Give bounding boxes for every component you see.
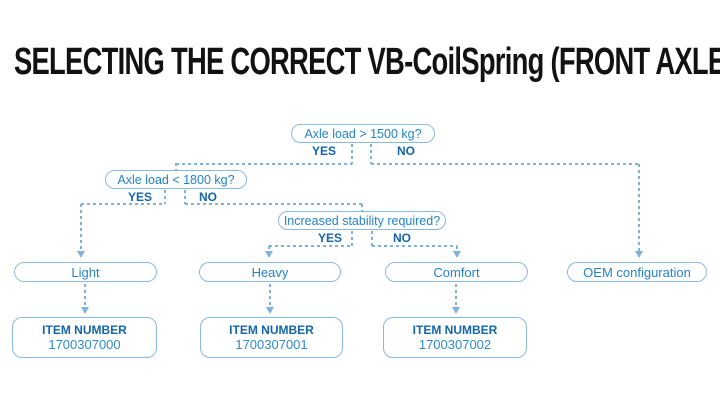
- arrow-down-icon: [266, 307, 274, 314]
- yes-label: YES: [311, 144, 336, 158]
- connector-no3-drop-comfort: [456, 246, 458, 251]
- connector-no1-vertical-oem: [638, 164, 640, 251]
- item-number-label: ITEM NUMBER: [412, 322, 498, 337]
- connector-yes1-horizontal: [176, 163, 352, 165]
- decision-box-axle-load-1800: Axle load < 1800 kg?: [105, 170, 247, 189]
- result-box-oem-configuration: OEM configuration: [567, 262, 707, 282]
- connector-heavy-item: [269, 284, 271, 307]
- connector-no3-stub: [371, 231, 373, 246]
- connector-yes3-drop-heavy: [268, 246, 270, 251]
- connector-light-item: [84, 284, 86, 307]
- item-box-heavy: ITEM NUMBER 1700307001: [200, 317, 343, 358]
- result-label: Comfort: [433, 264, 480, 280]
- no-label: NO: [397, 144, 415, 158]
- connector-no1-horizontal: [371, 163, 639, 165]
- connector-no2-horizontal: [185, 203, 362, 205]
- connector-yes2-stub: [164, 190, 166, 204]
- item-number-label: ITEM NUMBER: [229, 322, 314, 337]
- result-box-heavy: Heavy: [199, 262, 341, 282]
- no-label: NO: [393, 231, 411, 245]
- result-label: OEM configuration: [583, 264, 691, 280]
- arrow-down-icon: [265, 251, 273, 258]
- result-box-comfort: Comfort: [385, 262, 528, 282]
- arrow-down-icon: [81, 307, 89, 314]
- connector-yes2-horizontal: [81, 203, 165, 205]
- arrow-down-icon: [77, 251, 85, 258]
- item-number-value: 1700307001: [235, 336, 308, 352]
- decision-box-increased-stability: Increased stability required?: [278, 211, 446, 230]
- yes-label: YES: [127, 190, 152, 204]
- result-label: Heavy: [251, 264, 289, 280]
- connector-yes3-horizontal: [269, 245, 352, 247]
- connector-no3-horizontal: [372, 245, 457, 247]
- connector-drop-to-1800: [175, 163, 177, 171]
- connector-no1-stub: [370, 144, 372, 164]
- yes-label: YES: [317, 231, 342, 245]
- page-title: SELECTING THE CORRECT VB-CoilSpring (FRO…: [14, 41, 720, 83]
- connector-comfort-item: [455, 284, 457, 307]
- arrow-down-icon: [452, 307, 460, 314]
- item-number-value: 1700307002: [418, 336, 492, 352]
- decision-question: Axle load > 1500 kg?: [304, 126, 422, 141]
- decision-box-axle-load-1500: Axle load > 1500 kg?: [291, 124, 435, 143]
- connector-drop-to-stability: [361, 204, 363, 212]
- no-label: NO: [199, 190, 217, 204]
- item-box-comfort: ITEM NUMBER 1700307002: [383, 317, 527, 358]
- connector-no2-stub: [184, 190, 186, 204]
- decision-question: Axle load < 1800 kg?: [117, 172, 235, 187]
- item-box-light: ITEM NUMBER 1700307000: [12, 317, 157, 358]
- connector-yes2-vertical-light: [80, 204, 82, 251]
- decision-question: Increased stability required?: [283, 213, 441, 228]
- arrow-down-icon: [453, 251, 461, 258]
- item-number-label: ITEM NUMBER: [42, 322, 127, 337]
- result-label: Light: [71, 264, 100, 280]
- result-box-light: Light: [14, 262, 157, 282]
- item-number-value: 1700307000: [48, 336, 121, 352]
- arrow-down-icon: [635, 251, 643, 258]
- connector-yes3-stub: [351, 231, 353, 246]
- connector-yes1-stub: [351, 144, 353, 164]
